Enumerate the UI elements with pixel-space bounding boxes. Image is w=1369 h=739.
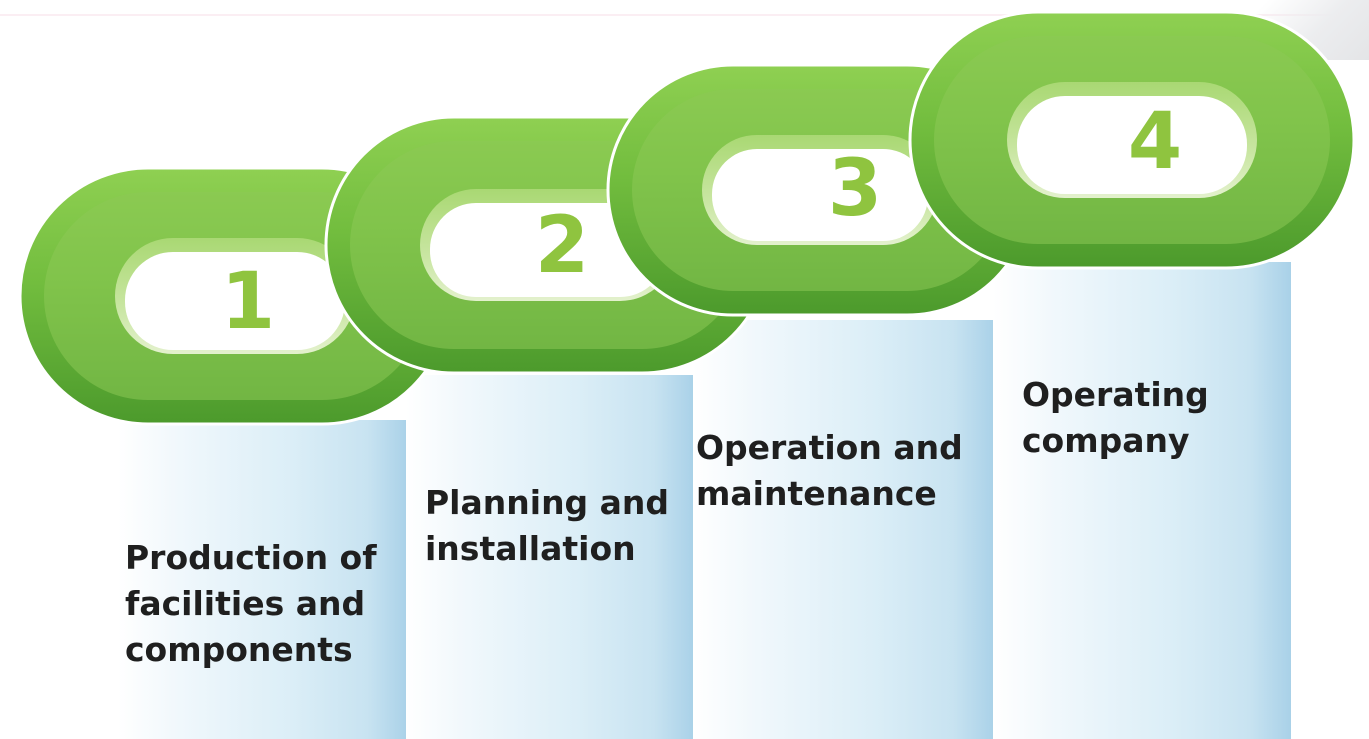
step-2-number: 2	[535, 201, 589, 291]
pillar-step-3	[693, 320, 995, 739]
pillar-step-2	[406, 375, 694, 739]
step-1-label: Production of facilities and components	[125, 538, 377, 669]
step-2-label: Planning and installation	[425, 483, 670, 568]
chain-link-4	[908, 10, 1356, 270]
pillar-step-4	[993, 262, 1291, 739]
pillar-step-1	[118, 420, 408, 739]
step-4-number: 4	[1128, 97, 1182, 187]
top-border-line	[0, 14, 1369, 16]
step-3-number: 3	[828, 144, 882, 234]
step-1-number: 1	[221, 257, 275, 347]
step-4-label: Operating company	[1022, 375, 1209, 460]
step-3-label: Operation and maintenance	[696, 428, 963, 513]
